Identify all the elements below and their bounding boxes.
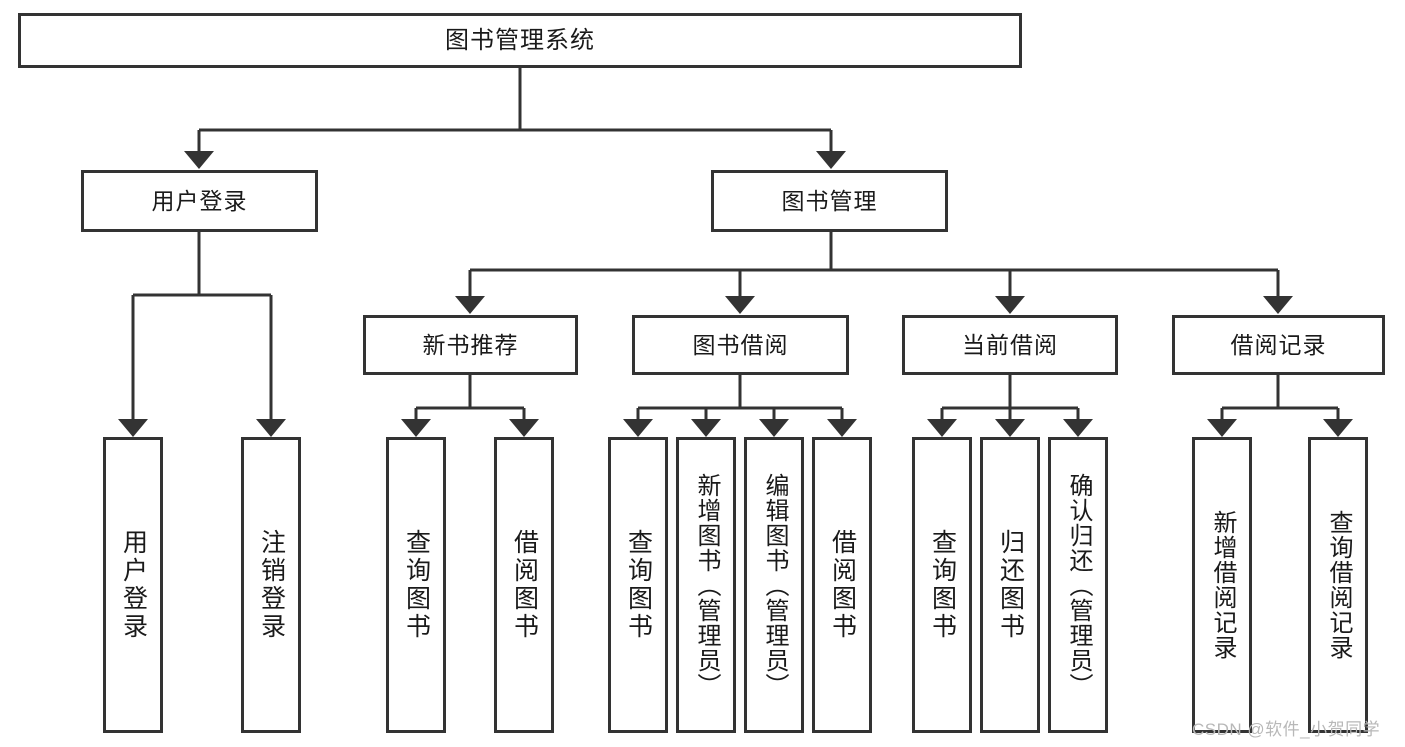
node-borrow-record[interactable]: 借阅记录 xyxy=(1172,315,1385,375)
leaf-borrow-borrow-book[interactable]: 借阅图书 xyxy=(812,437,872,733)
node-label: 用户登录 xyxy=(151,187,248,214)
node-current-borrow[interactable]: 当前借阅 xyxy=(902,315,1118,375)
leaf-record-query-record[interactable]: 查询借阅记录 xyxy=(1308,437,1368,733)
leaf-current-return-book[interactable]: 归还图书 xyxy=(980,437,1040,733)
node-label: 借阅图书 xyxy=(510,529,539,641)
node-label: 注销登录 xyxy=(257,529,286,641)
node-label: 图书管理系统 xyxy=(445,26,595,54)
node-book-management[interactable]: 图书管理 xyxy=(711,170,948,232)
node-label: 编辑图书（管理员） xyxy=(761,472,788,698)
node-label: 当前借阅 xyxy=(962,331,1058,358)
node-label: 新增图书（管理员） xyxy=(693,472,720,698)
leaf-record-add-record[interactable]: 新增借阅记录 xyxy=(1192,437,1252,733)
node-label: 图书管理 xyxy=(781,187,878,214)
leaf-borrow-edit-book-admin[interactable]: 编辑图书（管理员） xyxy=(744,437,804,733)
node-label: 图书借阅 xyxy=(692,331,789,358)
node-label: 查询图书 xyxy=(624,529,653,641)
node-label: 借阅图书 xyxy=(828,529,857,641)
node-label: 查询图书 xyxy=(402,529,431,641)
node-book-borrow[interactable]: 图书借阅 xyxy=(632,315,849,375)
leaf-current-confirm-return-admin[interactable]: 确认归还（管理员） xyxy=(1048,437,1108,733)
leaf-recommend-borrow-book[interactable]: 借阅图书 xyxy=(494,437,554,733)
leaf-current-query-book[interactable]: 查询图书 xyxy=(912,437,972,733)
leaf-user-login-logout[interactable]: 注销登录 xyxy=(241,437,301,733)
leaf-borrow-query-book[interactable]: 查询图书 xyxy=(608,437,668,733)
node-label: 用户登录 xyxy=(119,529,148,641)
node-label: 新增借阅记录 xyxy=(1209,510,1236,660)
leaf-recommend-query-book[interactable]: 查询图书 xyxy=(386,437,446,733)
node-label: 确认归还（管理员） xyxy=(1065,472,1092,698)
watermark-text: CSDN @软件_小贺同学 xyxy=(1192,720,1381,739)
node-new-book-recommend[interactable]: 新书推荐 xyxy=(363,315,578,375)
node-label: 新书推荐 xyxy=(422,331,519,358)
node-label: 借阅记录 xyxy=(1230,331,1327,358)
node-label: 归还图书 xyxy=(996,529,1025,641)
node-label: 查询图书 xyxy=(928,529,957,641)
node-label: 查询借阅记录 xyxy=(1325,510,1352,660)
leaf-user-login-login[interactable]: 用户登录 xyxy=(103,437,163,733)
node-root-book-management-system[interactable]: 图书管理系统 xyxy=(18,13,1022,68)
leaf-borrow-add-book-admin[interactable]: 新增图书（管理员） xyxy=(676,437,736,733)
node-user-login[interactable]: 用户登录 xyxy=(81,170,318,232)
